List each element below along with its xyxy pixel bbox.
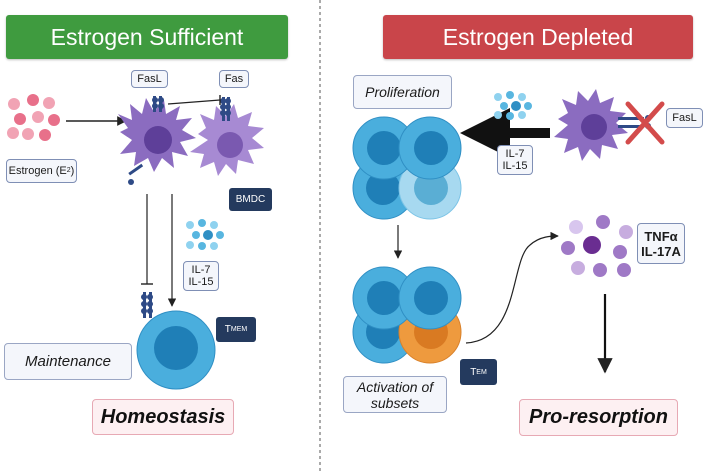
activated-t-cells	[352, 266, 462, 364]
il7-left: IL-7	[191, 264, 211, 276]
bmdc-tag: BMDC	[229, 188, 272, 211]
activation-line1: Activation of	[356, 378, 434, 395]
maintenance-label: Maintenance	[4, 343, 132, 380]
tem-main: T	[470, 366, 477, 378]
activation-line2: subsets	[370, 394, 420, 411]
tnfa-text: TNFα	[644, 228, 678, 244]
il-cytokine-label-right: IL-7 IL-15	[497, 145, 533, 175]
il15-left: IL-15	[188, 276, 214, 288]
tnfa-il17a-label: TNFα IL-17A	[637, 223, 685, 264]
tmem-main: T	[224, 324, 231, 335]
fas-label: Fas	[219, 70, 249, 88]
cytokines-right	[494, 91, 532, 120]
blocked-x-icon	[625, 101, 665, 145]
fasl-label-right: FasL	[666, 108, 703, 128]
tmem-subscript: MEM	[230, 326, 248, 333]
il15-right: IL-15	[502, 160, 528, 172]
il-cytokine-label-left: IL-7 IL-15	[183, 261, 219, 291]
proliferation-label: Proliferation	[353, 75, 452, 109]
cytokines-purple	[561, 215, 633, 277]
il7-right: IL-7	[505, 148, 525, 160]
homeostasis-label: Homeostasis	[92, 399, 234, 435]
estrogen-close: )	[70, 165, 75, 177]
activation-label: Activation of subsets	[343, 376, 447, 413]
fasl-inhibition-line	[167, 99, 221, 105]
dendritic-cell-fas	[190, 97, 264, 176]
tem-subscript: EM	[476, 368, 487, 376]
pro-resorption-label: Pro-resorption	[519, 399, 678, 436]
t-memory-cell	[136, 292, 216, 390]
dendritic-cell-right	[554, 89, 651, 161]
dendritic-cell-left	[118, 96, 196, 185]
estrogen-depleted-banner: Estrogen Depleted	[383, 15, 693, 59]
curved-arrow-to-cytokines	[465, 231, 559, 344]
estrogen-subscript: 2	[66, 167, 71, 174]
il17a-text: IL-17A	[641, 243, 681, 259]
cytokines-left	[186, 219, 224, 250]
estrogen-text: Estrogen (E	[8, 165, 67, 177]
estrogen-particles	[7, 94, 60, 141]
proliferating-t-cells	[352, 116, 462, 220]
fasl-label-left: FasL	[131, 70, 168, 88]
estrogen-sufficient-banner: Estrogen Sufficient	[6, 15, 288, 59]
